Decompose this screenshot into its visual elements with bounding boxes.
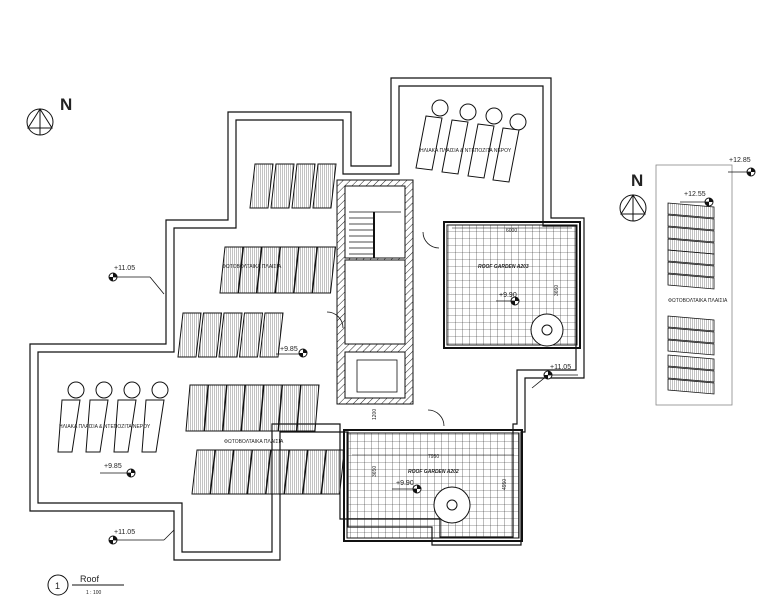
inset-pv-panel xyxy=(667,202,715,219)
pv-panel xyxy=(320,449,346,495)
level-marker-garden-bottom xyxy=(392,484,422,494)
pv-panel xyxy=(311,246,337,294)
dimension-garden-bottom-height-right: 4950 xyxy=(502,479,508,490)
level-marker-garden-top xyxy=(496,296,520,306)
pv-panel xyxy=(249,163,274,209)
pv-panel xyxy=(270,163,295,209)
dimension-garden-top-height: 3650 xyxy=(554,285,560,296)
inset-pv-panel xyxy=(667,249,715,266)
north-arrow-inset xyxy=(619,194,647,222)
label-pv-upper: ΦΩΤΟΒΟΛΤΑΙΚΑ ΠΛΑΙΣΙΑ xyxy=(222,264,282,270)
inset-pv-panel xyxy=(667,214,715,231)
level-marker-inset-top xyxy=(728,167,756,177)
title-text: Roof xyxy=(80,574,100,584)
level-text-garden-top: +9.90 xyxy=(499,292,517,299)
level-text-right-middle: +11.05 xyxy=(550,364,571,371)
pv-panel xyxy=(312,163,337,209)
label-solar-water-left: ΗΛΙΑΚΑ ΠΛΑΙΣΙΑ & ΝΤΕΠΟΖΙΤΑ ΝΕΡΟΥ xyxy=(59,424,151,430)
pv-panel xyxy=(291,163,316,209)
pv-panel xyxy=(218,312,243,358)
inset-pv-panel xyxy=(667,261,715,278)
stair-core xyxy=(326,179,445,427)
inset-pv-panel xyxy=(667,315,715,332)
inset-pv-panel xyxy=(667,327,715,344)
pv-panel xyxy=(296,384,320,432)
level-marker-left-inner xyxy=(100,468,136,478)
label-garden-bottom: ROOF GARDEN A202 xyxy=(408,469,459,475)
level-text-left-inner: +9.85 xyxy=(104,463,122,470)
pv-panel xyxy=(238,312,264,358)
inset-pv-panel xyxy=(667,354,715,371)
level-marker-right-middle xyxy=(531,370,578,389)
inset-pv-panel xyxy=(667,339,715,356)
dimension-garden-bottom-height-left: 3650 xyxy=(372,466,378,477)
label-pv-lower: ΦΩΤΟΒΟΛΤΑΙΚΑ ΠΛΑΙΣΙΑ xyxy=(224,439,284,445)
level-text-inset-second: +12.55 xyxy=(684,191,706,198)
level-marker-center xyxy=(276,348,308,358)
roof-garden-a203 xyxy=(443,221,581,349)
level-marker-inset-second xyxy=(680,197,714,207)
level-text-left-lower: +11.05 xyxy=(114,529,135,536)
dimension-garden-top-width: 6000 xyxy=(506,228,517,234)
level-text-inset-top: +12.85 xyxy=(729,157,751,164)
north-arrow-main xyxy=(26,108,54,136)
inset-roof-plan xyxy=(655,164,733,406)
title-number: 1 xyxy=(55,581,60,591)
inset-pv-panel xyxy=(667,226,715,243)
pv-panel-groups xyxy=(177,163,346,495)
label-pv-inset: ΦΩΤΟΒΟΛΤΑΙΚΑ ΠΛΑΙΣΙΑ xyxy=(668,298,728,304)
level-text-center: +9.85 xyxy=(280,346,298,353)
inset-pv-panel xyxy=(667,366,715,383)
solar-water-heaters-left xyxy=(57,381,169,453)
pv-panel xyxy=(259,312,284,358)
title-block xyxy=(47,574,124,596)
inset-pv-panel xyxy=(667,273,715,290)
north-label-inset: N xyxy=(631,171,643,190)
label-solar-water-top: ΗΛΙΑΚΑ ΠΛΑΙΣΙΑ & ΝΤΕΠΟΖΙΤΑ ΝΕΡΟΥ xyxy=(420,148,512,154)
pv-panel xyxy=(177,312,202,358)
north-label-main: N xyxy=(60,95,72,114)
label-garden-top: ROOF GARDEN A203 xyxy=(478,264,529,270)
solar-water-heaters-top xyxy=(415,99,527,183)
roof-garden-a202 xyxy=(343,429,523,542)
level-text-left-upper: +11.05 xyxy=(114,265,135,272)
level-marker-left-lower xyxy=(108,529,175,545)
pv-panel xyxy=(197,312,223,358)
dimension-stair-gap: 1200 xyxy=(372,409,378,420)
level-text-garden-bottom: +9.90 xyxy=(396,480,414,487)
title-scale: 1 : 100 xyxy=(86,590,102,596)
level-marker-left-upper xyxy=(108,272,165,295)
dimension-garden-bottom-width: 7950 xyxy=(428,454,439,460)
inset-pv-panel xyxy=(667,378,715,395)
